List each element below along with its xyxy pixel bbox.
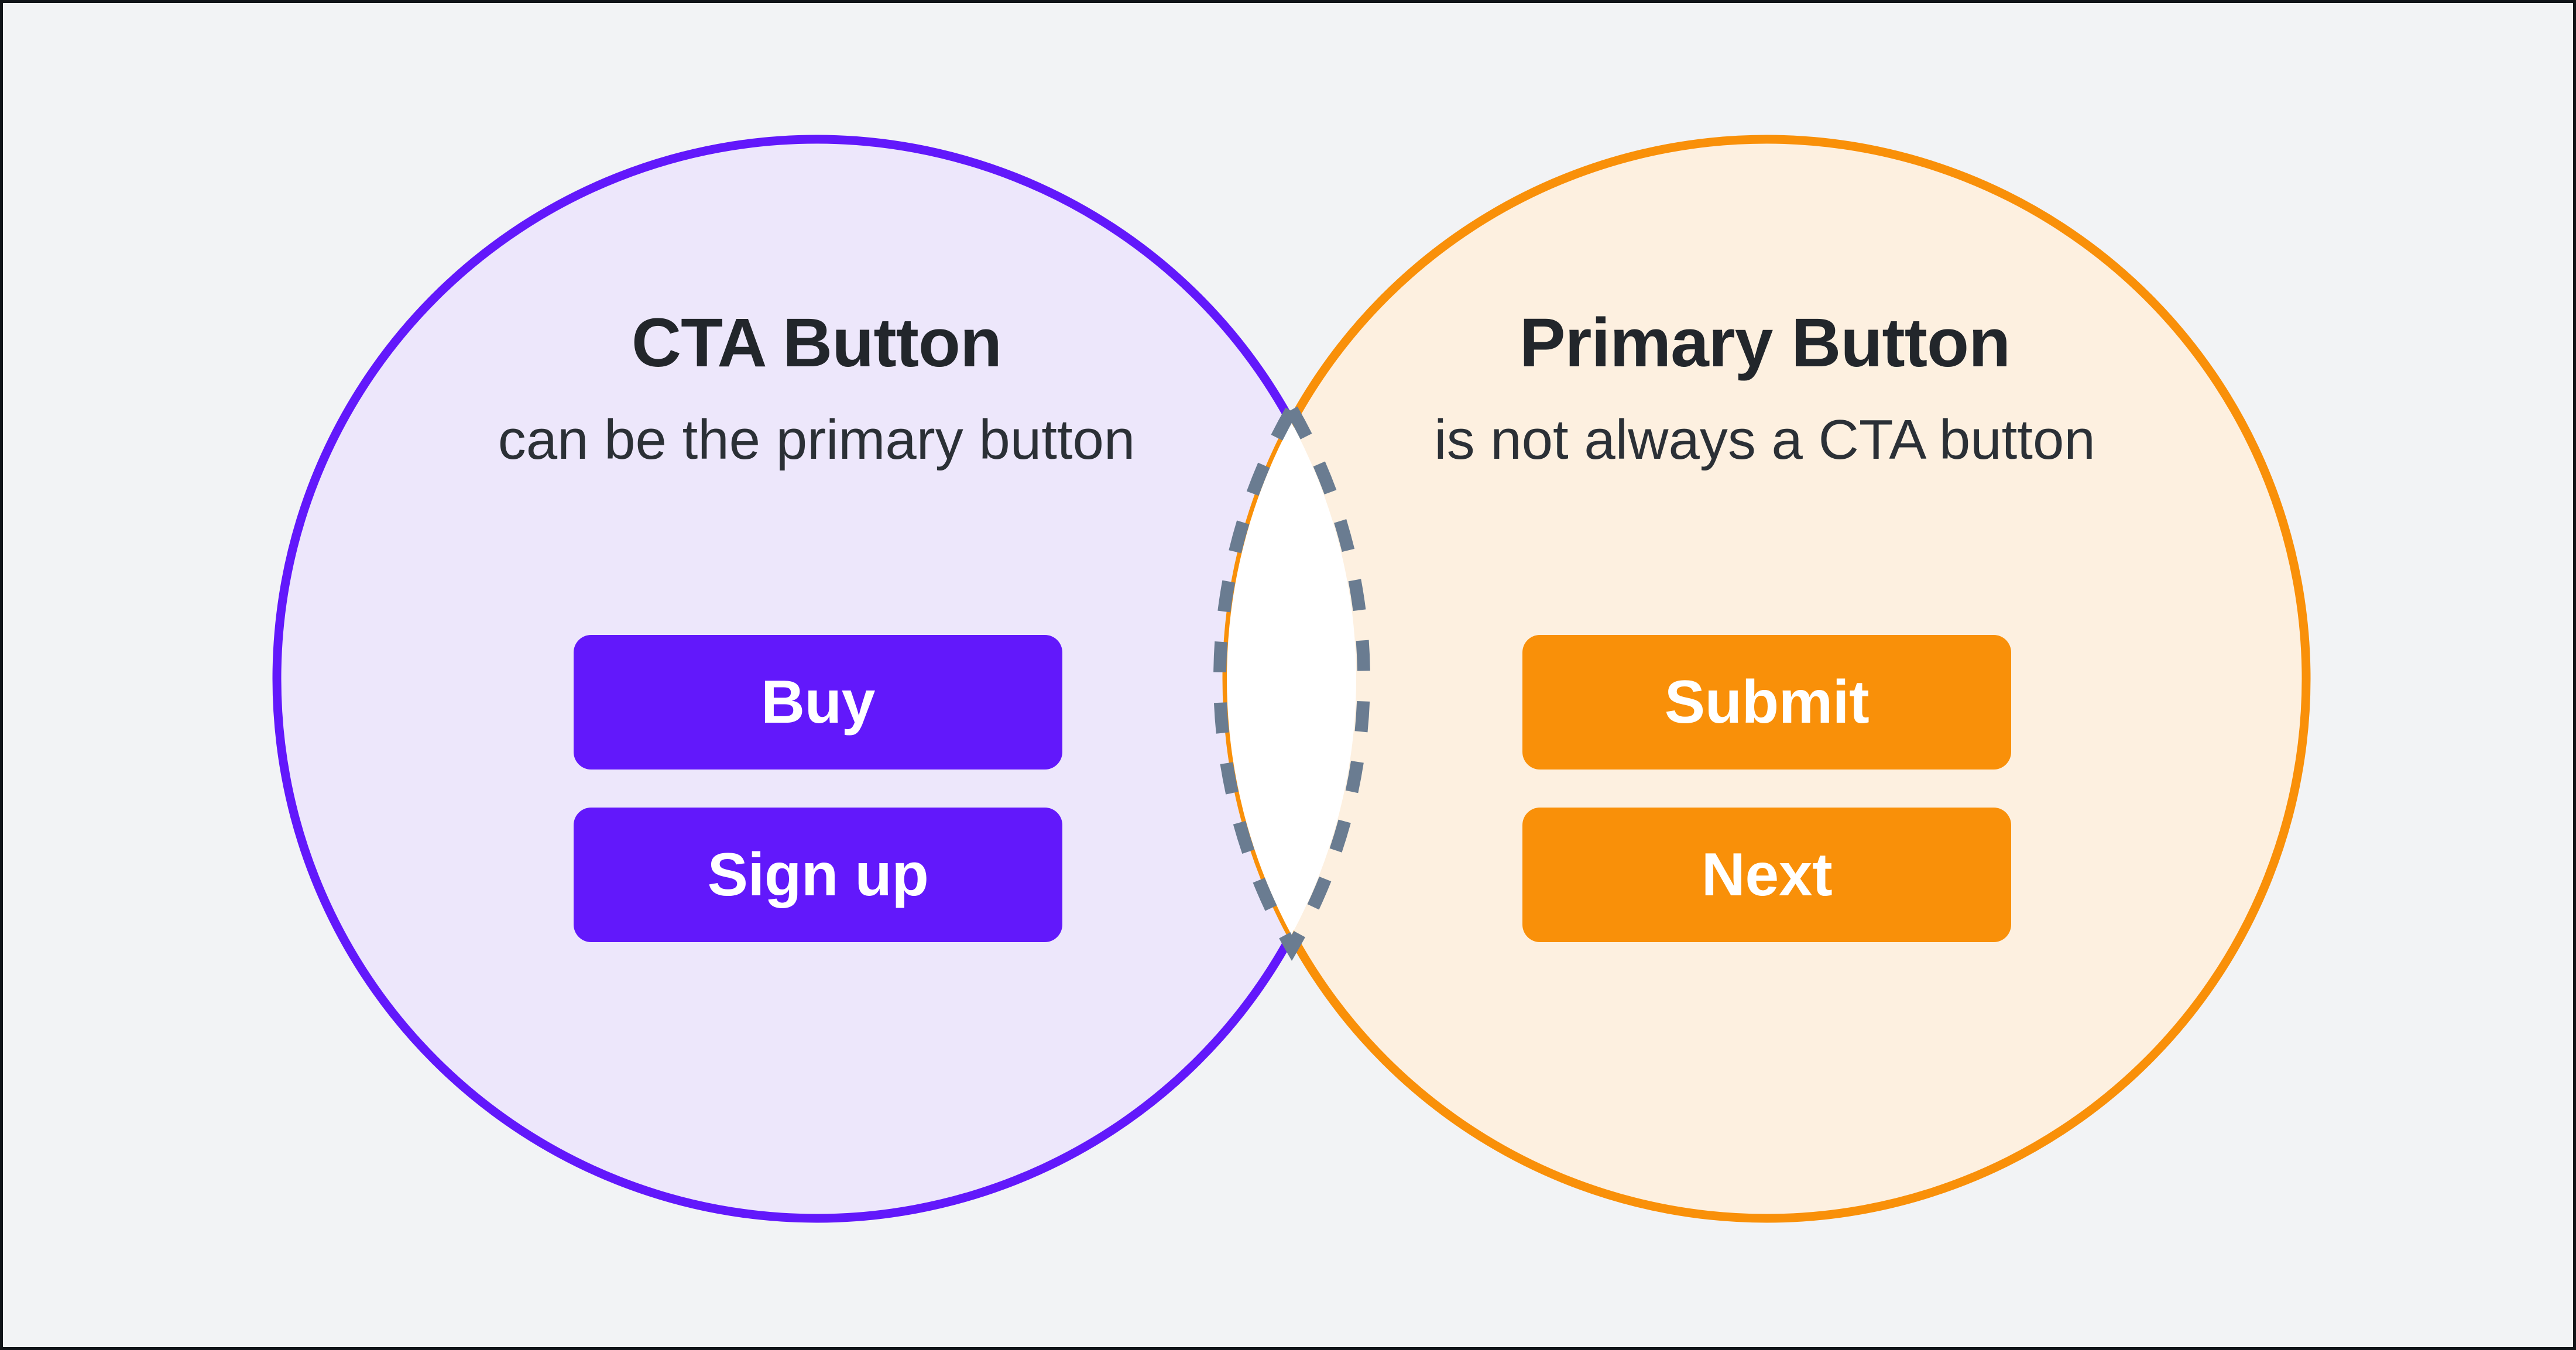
sign-up-button[interactable]: Sign up (574, 808, 1062, 942)
intersection-dashed-outline (1213, 396, 1370, 961)
right-set-button-group: Submit Next (1522, 635, 2011, 942)
next-button[interactable]: Next (1522, 808, 2011, 942)
left-set-button-group: Buy Sign up (574, 635, 1062, 942)
submit-button[interactable]: Submit (1522, 635, 2011, 770)
venn-shapes (272, 135, 2311, 1223)
buy-button[interactable]: Buy (574, 635, 1062, 770)
